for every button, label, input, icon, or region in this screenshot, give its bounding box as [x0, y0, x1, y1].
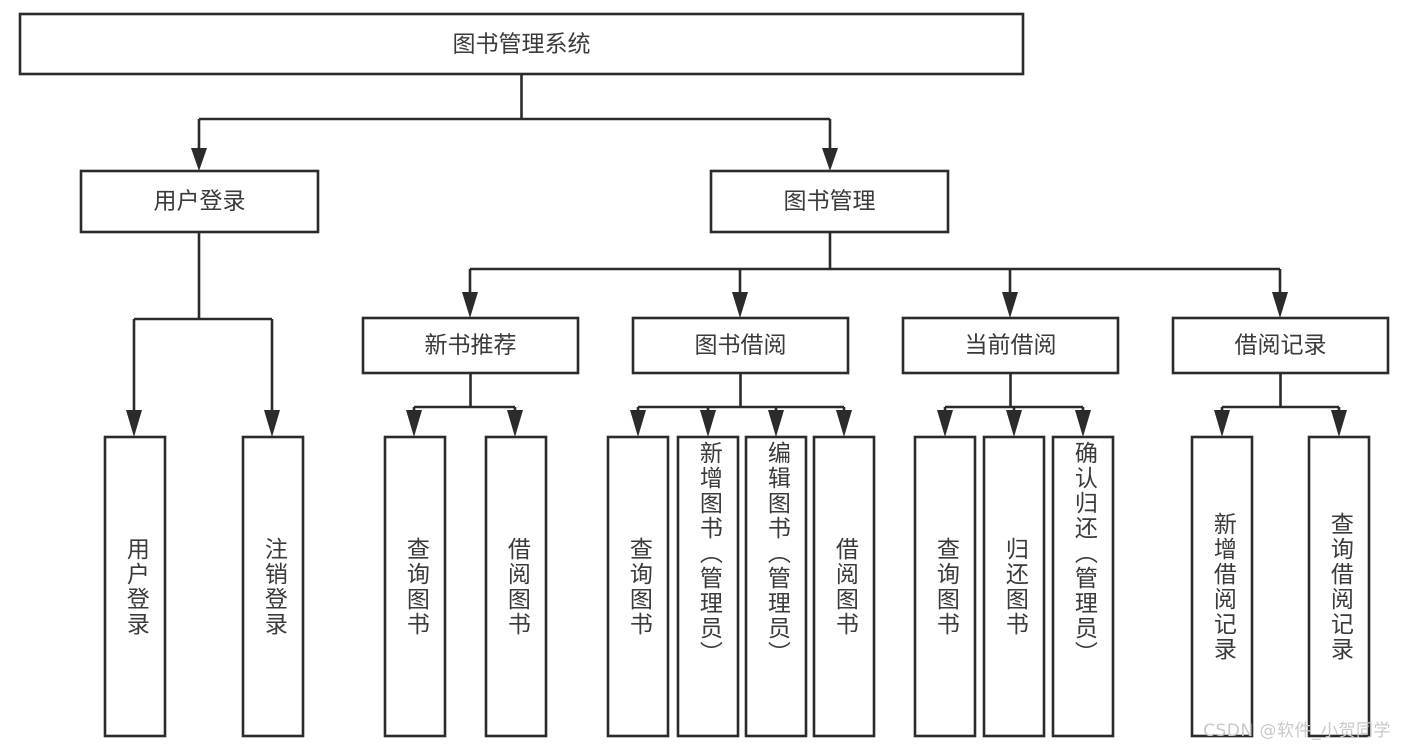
arrow-to-user-login	[191, 148, 207, 171]
node-current-borrow-label: 当前借阅	[965, 333, 1057, 359]
arrow-to-book-borrow	[732, 292, 748, 318]
leaf-box-book-borrow-0[interactable]	[606, 435, 670, 738]
arrow-leaf-book-borrow-2	[768, 410, 784, 437]
leaf-box-new-book-1[interactable]	[484, 435, 548, 738]
arrow-to-current-borrow	[1002, 292, 1018, 318]
leaf-box-book-borrow-1[interactable]	[676, 435, 740, 738]
nodes-layer: 图书管理系统 用户登录 图书管理 新书推荐 图书借阅 当前借阅 借阅记录	[18, 12, 1390, 738]
leaf-box-current-borrow-0[interactable]	[913, 435, 977, 738]
node-root-label: 图书管理系统	[453, 32, 591, 58]
leaf-box-borrow-record-1[interactable]	[1307, 435, 1371, 738]
node-book-borrow-box[interactable]	[631, 316, 850, 375]
leaf-box-user-login-1[interactable]	[241, 435, 305, 738]
watermark: CSDN @软件_小贺同学	[1203, 721, 1391, 741]
node-book-borrow-label: 图书借阅	[695, 333, 787, 359]
arrow-leaf-new-book-0	[406, 410, 422, 437]
arrow-leaf-current-borrow-0	[937, 410, 953, 437]
leaf-box-book-borrow-2[interactable]	[744, 435, 808, 738]
arrow-leaf-borrow-record-1	[1331, 410, 1347, 437]
arrow-leaf-user-login-0	[126, 410, 142, 437]
arrow-leaf-current-borrow-2	[1075, 410, 1091, 437]
leaf-box-current-borrow-1[interactable]	[982, 435, 1046, 738]
node-root-box[interactable]	[18, 12, 1025, 76]
arrow-leaf-book-borrow-0	[630, 410, 646, 437]
node-book-mgmt-box[interactable]	[709, 169, 950, 234]
node-book-mgmt-label: 图书管理	[784, 189, 876, 215]
arrow-to-book-mgmt	[822, 148, 838, 171]
arrow-to-borrow-record	[1272, 292, 1288, 318]
node-user-login-box[interactable]	[79, 169, 320, 234]
leaf-box-book-borrow-3[interactable]	[812, 435, 876, 738]
leaf-box-user-login-0[interactable]	[103, 435, 167, 738]
node-borrow-record-box[interactable]	[1171, 316, 1390, 375]
arrow-to-new-book	[462, 292, 478, 318]
node-borrow-record-label: 借阅记录	[1235, 333, 1327, 359]
arrow-leaf-new-book-1	[507, 410, 523, 437]
leaf-box-current-borrow-2[interactable]	[1051, 435, 1115, 738]
node-new-book-label: 新书推荐	[425, 333, 517, 359]
arrow-leaf-user-login-1	[264, 410, 280, 437]
arrow-leaf-book-borrow-3	[836, 410, 852, 437]
leaf-box-new-book-0[interactable]	[383, 435, 447, 738]
leaf-box-borrow-record-0[interactable]	[1190, 435, 1254, 738]
node-current-borrow-box[interactable]	[901, 316, 1120, 375]
arrow-leaf-current-borrow-1	[1006, 410, 1022, 437]
node-user-login-label: 用户登录	[154, 189, 246, 215]
edges-layer	[126, 74, 1347, 437]
arrow-leaf-book-borrow-1	[700, 410, 716, 437]
node-new-book-box[interactable]	[361, 316, 580, 375]
arrow-leaf-borrow-record-0	[1214, 410, 1230, 437]
